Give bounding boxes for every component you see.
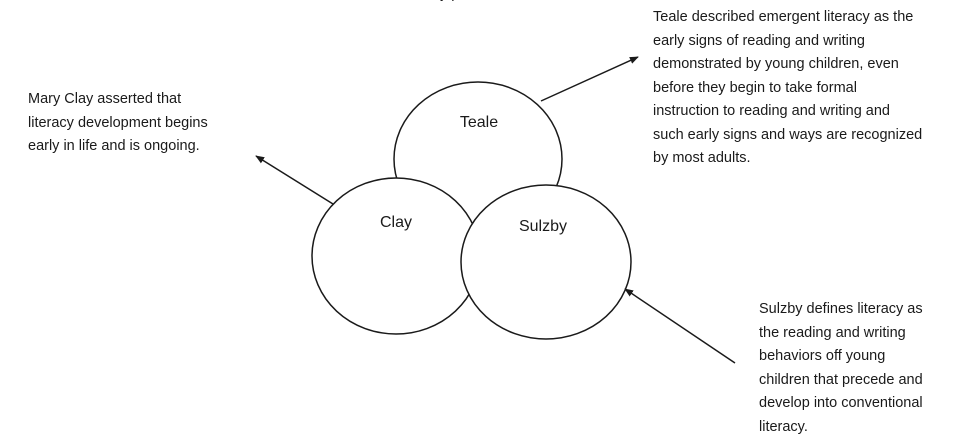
teale-note-line: Teale described emergent literacy as the: [653, 9, 914, 25]
sulzby-note-line: behaviors off young: [759, 348, 886, 364]
sulzby-circle-label: Sulzby: [519, 218, 567, 235]
sulzby-note-line: develop into conventional: [759, 395, 923, 411]
teale-note-line: by most adults.: [653, 150, 751, 166]
teale-note-line: instruction to reading and writing and: [653, 103, 890, 119]
sulzby-note-line: Sulzby defines literacy as: [759, 301, 923, 317]
teale-note: Teale described emergent literacy as the…: [653, 6, 922, 171]
teale-note-line: such early signs and ways are recognized: [653, 126, 923, 143]
sulzby-note: Sulzby defines literacy as the reading a…: [759, 298, 923, 439]
sulzby-circle: [460, 184, 632, 340]
clay-circle-label: Clay: [380, 214, 412, 231]
sulzby-note-line: literacy.: [759, 418, 808, 435]
teale-note-line: early signs of reading and writing: [653, 32, 865, 49]
teale-note-line: before they begin to take formal: [653, 79, 857, 96]
arrow-to-teale-note: [540, 56, 639, 102]
teale-note-line: demonstrated by young children, even: [653, 56, 899, 72]
clay-note-line: Mary Clay asserted that: [28, 91, 182, 107]
sulzby-note-line: children that precede and: [759, 371, 923, 388]
sulzby-note-line: the reading and writing: [759, 324, 906, 341]
clay-note-line: early in life and is ongoing.: [28, 138, 200, 154]
clay-note-line: literacy development begins: [28, 114, 208, 131]
teale-circle-label: Teale: [460, 114, 498, 131]
arrow-to-clay-note: [255, 155, 334, 205]
arrow-to-sulzby-circle: [624, 288, 736, 364]
clay-circle: [311, 177, 481, 335]
clipped-top-text: y p: [440, 0, 459, 2]
clay-note: Mary Clay asserted that literacy develop…: [28, 88, 208, 159]
